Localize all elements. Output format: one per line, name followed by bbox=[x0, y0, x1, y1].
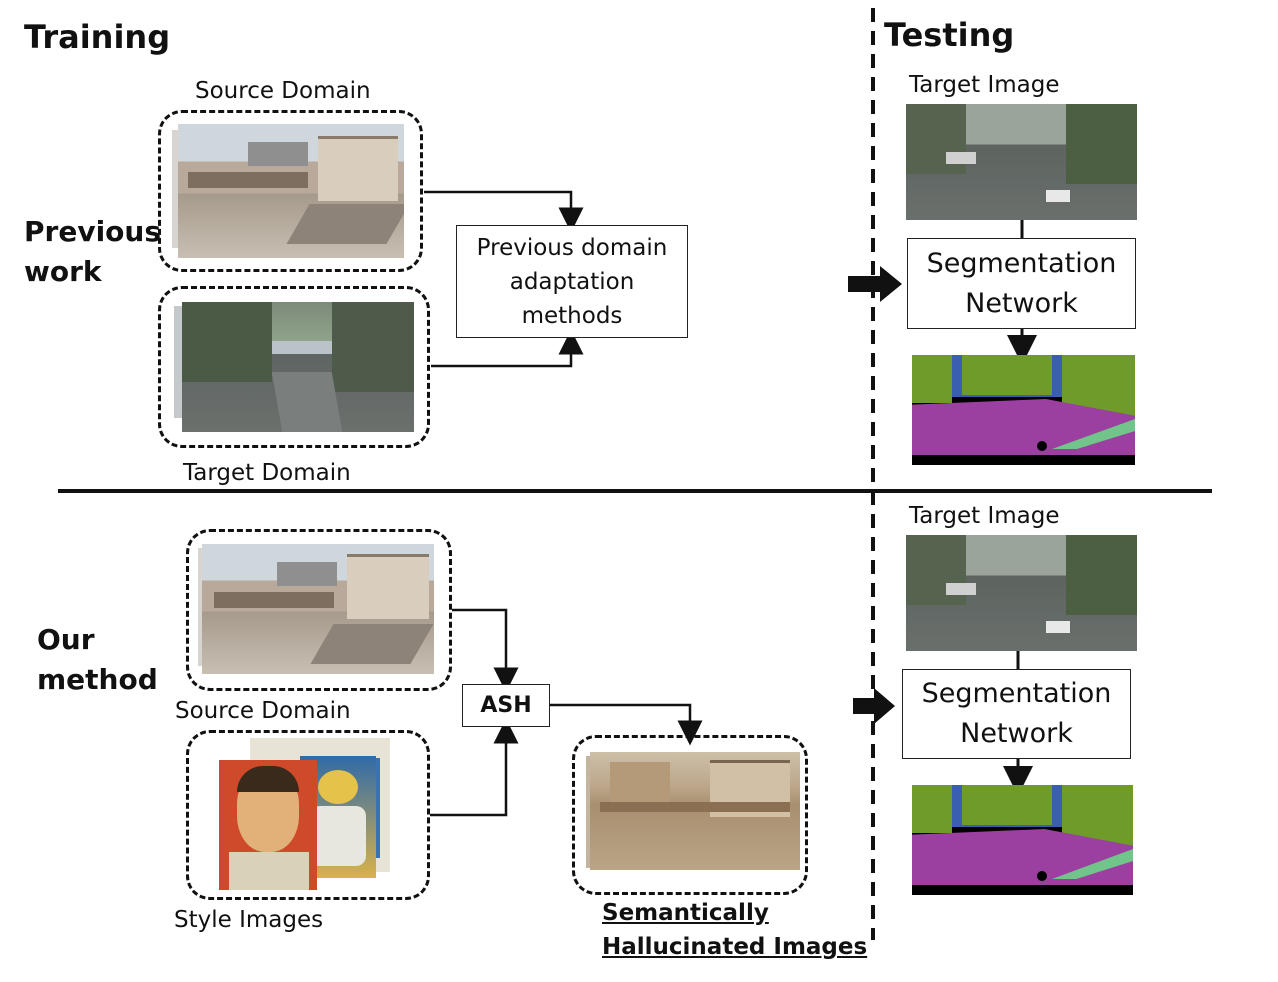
target-domain-group-top bbox=[158, 286, 430, 448]
source-domain-image-bottom bbox=[202, 544, 434, 674]
our-method-label: Our method bbox=[37, 620, 158, 700]
testing-heading: Testing bbox=[884, 16, 1015, 54]
ash-box: ASH bbox=[462, 684, 550, 727]
previous-methods-box: Previous domain adaptation methods bbox=[456, 225, 688, 338]
segmentation-network-text-bottom: Segmentation Network bbox=[921, 678, 1112, 749]
hallucinated-images-group bbox=[572, 735, 808, 895]
target-image-caption-top: Target Image bbox=[909, 72, 1060, 98]
segmentation-network-box-top: Segmentation Network bbox=[907, 238, 1136, 329]
target-domain-caption: Target Domain bbox=[183, 460, 351, 486]
segmentation-network-text-top: Segmentation Network bbox=[926, 247, 1117, 319]
our-method-line2: method bbox=[37, 663, 158, 696]
hallucinated-caption-line1: Semantically bbox=[602, 900, 769, 926]
hallucinated-image-front bbox=[590, 752, 800, 870]
source-domain-caption-top: Source Domain bbox=[195, 78, 371, 104]
target-domain-image-top bbox=[182, 302, 414, 432]
ash-text: ASH bbox=[480, 693, 532, 718]
test-target-image-bottom bbox=[906, 535, 1137, 651]
previous-work-line2: work bbox=[24, 255, 102, 288]
block-arrow-bottom-icon bbox=[853, 688, 895, 724]
previous-work-line1: Previous bbox=[24, 215, 162, 248]
previous-work-label: Previous work bbox=[24, 212, 161, 292]
style-images-group bbox=[186, 730, 430, 900]
segmentation-output-top bbox=[912, 355, 1135, 465]
our-method-line1: Our bbox=[37, 623, 95, 656]
target-image-caption-bottom: Target Image bbox=[909, 503, 1060, 529]
source-domain-image-top bbox=[178, 124, 404, 258]
arrow-target-to-methods bbox=[431, 329, 584, 368]
arrow-source-to-methods bbox=[424, 190, 584, 233]
segmentation-network-box-bottom: Segmentation Network bbox=[902, 669, 1131, 759]
previous-methods-text: Previous domain adaptation methods bbox=[476, 234, 668, 329]
segmentation-output-bottom bbox=[912, 785, 1133, 895]
style-images-caption: Style Images bbox=[174, 907, 324, 933]
style-image-front bbox=[219, 760, 317, 890]
hallucinated-caption-line2: Hallucinated Images bbox=[602, 934, 868, 960]
arrow-style-to-ash bbox=[430, 718, 519, 817]
source-domain-group-bottom bbox=[186, 529, 452, 691]
source-domain-group-top bbox=[158, 110, 423, 272]
source-domain-caption-bottom: Source Domain bbox=[175, 698, 351, 724]
arrow-source-to-ash bbox=[452, 608, 519, 693]
block-arrow-top-icon bbox=[848, 266, 902, 302]
test-target-image-top bbox=[906, 104, 1137, 220]
arrow-ash-to-hallucinated bbox=[550, 703, 703, 746]
training-heading: Training bbox=[24, 18, 171, 56]
